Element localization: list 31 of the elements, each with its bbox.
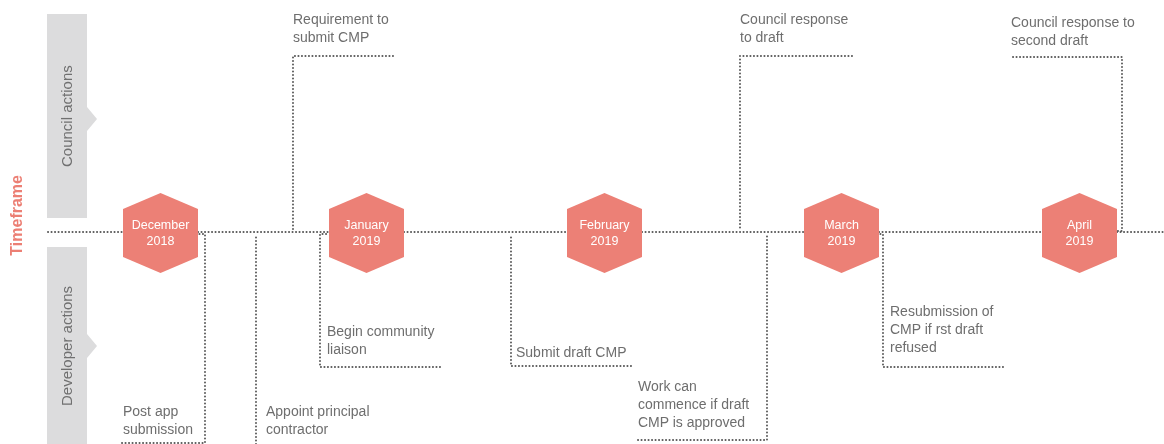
leader-line bbox=[1012, 56, 1123, 232]
milestone-text: Resubmission of CMP if rst draft refused bbox=[883, 302, 1007, 367]
milestone-text: Council response to draft bbox=[737, 10, 857, 56]
month-hexagon: December 2018 bbox=[123, 193, 198, 273]
month-hexagon: March 2019 bbox=[804, 193, 879, 273]
leader-line bbox=[292, 55, 394, 232]
lane-band bbox=[47, 247, 99, 444]
milestone-text: Submit draft CMP bbox=[511, 343, 635, 366]
milestone-text: Requirement to submit CMP bbox=[290, 10, 402, 56]
timeline-segment bbox=[47, 231, 124, 233]
milestone-text: Council response to second draft bbox=[1008, 13, 1136, 57]
month-hexagon: February 2019 bbox=[567, 193, 642, 273]
leader-line bbox=[878, 233, 1004, 368]
lane-band bbox=[47, 14, 99, 218]
month-hexagon: April 2019 bbox=[1042, 193, 1117, 273]
lane-label: Developer actions bbox=[58, 284, 75, 408]
milestone-text: Post app submission bbox=[120, 402, 202, 443]
milestone-text: Work can commence if draft CMP is approved bbox=[636, 377, 769, 440]
lane-label: Council actions bbox=[58, 64, 75, 169]
leader-line bbox=[637, 233, 768, 441]
leader-line bbox=[319, 233, 441, 368]
leader-line bbox=[121, 233, 206, 444]
axis-title: Timeframe bbox=[8, 175, 26, 256]
timeline-segment bbox=[641, 231, 805, 233]
month-hexagon: January 2019 bbox=[329, 193, 404, 273]
timeline-segment bbox=[878, 231, 1043, 233]
milestone-text: Begin community liaison bbox=[320, 322, 442, 367]
milestone-text: Appoint principal contractor bbox=[256, 402, 390, 444]
timeline-segment bbox=[1116, 231, 1164, 233]
timeline-segment bbox=[197, 231, 330, 233]
timeline-segment bbox=[403, 231, 568, 233]
